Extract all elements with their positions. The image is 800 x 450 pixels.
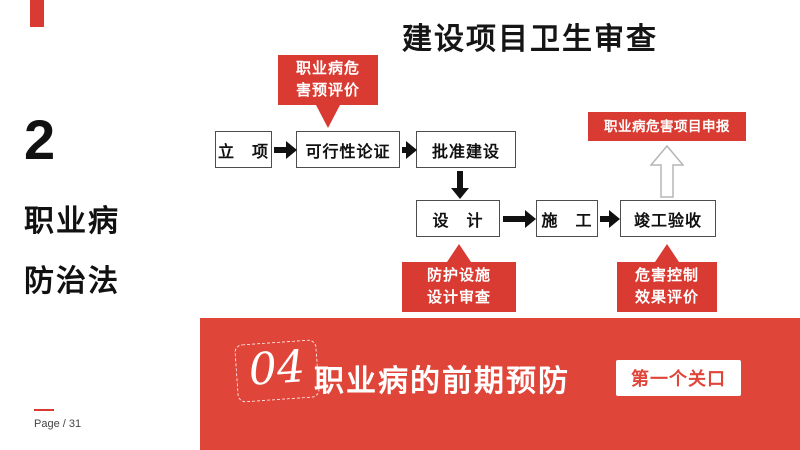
callout-pointer-down-icon <box>316 105 340 128</box>
flow-box-design: 设 计 <box>416 200 500 237</box>
section-number: 2 <box>24 108 56 171</box>
callout-design-review-line2: 设计审查 <box>426 289 491 306</box>
page-number-rule <box>34 409 54 411</box>
callout-hazard-control: 危害控制 效果评价 <box>617 262 717 312</box>
slide-title: 建设项目卫生审查 <box>402 23 658 56</box>
callout-project-declaration: 职业病危害项目申报 <box>588 112 746 141</box>
callout-pre-evaluation: 职业病危 害预评价 <box>278 55 378 105</box>
flow-box-construction: 施 工 <box>536 200 598 237</box>
corner-accent-bar <box>30 0 44 27</box>
callout-design-review: 防护设施 设计审查 <box>402 262 516 312</box>
callout-design-review-line1: 防护设施 <box>426 267 491 284</box>
callout-hazard-control-line1: 危害控制 <box>634 267 699 284</box>
callout-pre-evaluation-line1: 职业病危 <box>295 60 360 77</box>
banner-badge: 第一个关口 <box>616 360 741 396</box>
page-number: Page / 31 <box>34 418 82 430</box>
callout-pointer-up-icon <box>447 244 471 262</box>
flow-box-project-initiation: 立 项 <box>215 131 272 168</box>
section-title-line2: 防治法 <box>24 265 120 298</box>
flow-box-feasibility-study: 可行性论证 <box>296 131 400 168</box>
section-title-line1: 职业病 <box>24 205 120 238</box>
bottom-banner: 04 职业病的前期预防 第一个关口 <box>200 318 800 450</box>
callout-hazard-control-line2: 效果评价 <box>634 289 699 306</box>
arrow-up-hollow-icon <box>650 145 684 198</box>
banner-title: 职业病的前期预防 <box>314 365 570 398</box>
callout-pointer-up-icon <box>655 244 679 262</box>
flow-box-completion-acceptance: 竣工验收 <box>620 200 716 237</box>
callout-pre-evaluation-line2: 害预评价 <box>295 82 360 99</box>
flow-box-construction-approval: 批准建设 <box>416 131 516 168</box>
banner-number: 04 <box>234 339 320 403</box>
